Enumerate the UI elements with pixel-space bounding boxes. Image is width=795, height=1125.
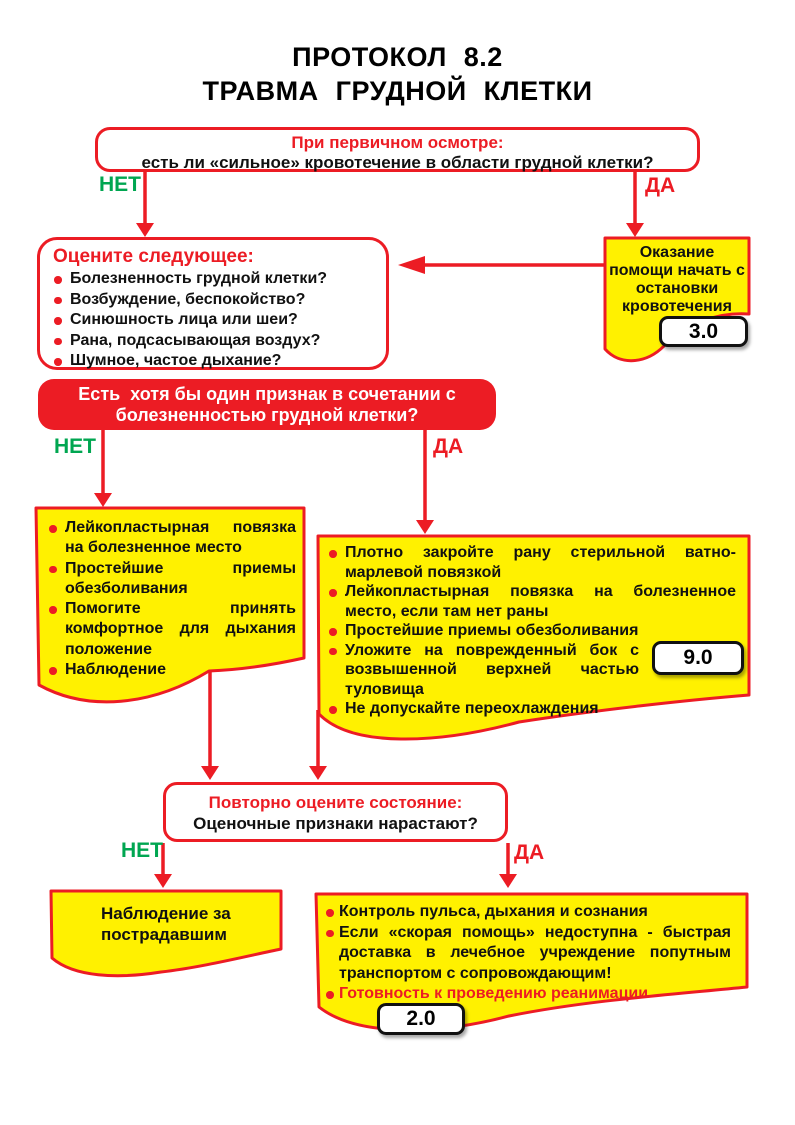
right-action-item: Не допускайте переохлаждения bbox=[328, 699, 736, 719]
assess-title: Оцените следующее: bbox=[53, 246, 254, 267]
arrow-q2-no-head bbox=[94, 493, 112, 507]
primary-survey-question: есть ли «сильное» кровотечение в области… bbox=[141, 153, 654, 172]
arrow-right-actions-to-q3-head bbox=[309, 766, 327, 780]
reassess-question: Оценочные признаки нарастают? bbox=[193, 814, 478, 833]
arrow-stop-to-assess-head bbox=[398, 256, 425, 274]
left-action-item: Лейкопластырная повязка на болезненное м… bbox=[48, 518, 296, 559]
combined-sign-question-line1: Есть хотя бы один признак в сочетании с bbox=[78, 384, 456, 404]
reassess-title: Повторно оцените состояние: bbox=[208, 793, 463, 812]
arrow-q3-no-head bbox=[154, 874, 172, 888]
combined-sign-question-box: Есть хотя бы один признак в сочетании с … bbox=[38, 379, 496, 430]
q2-yes-label: ДА bbox=[433, 435, 464, 458]
page-title-line1: ПРОТОКОЛ 8.2 bbox=[292, 42, 503, 72]
protocol-ref-badge-9-0: 9.0 bbox=[652, 641, 744, 675]
arrow-q2-yes-head bbox=[416, 520, 434, 534]
right-action-item: Лейкопластырная повязка на болезненное м… bbox=[328, 582, 736, 621]
transport-item: Контроль пульса, дыхания и сознания bbox=[325, 902, 731, 923]
document-shape-left-actions bbox=[34, 506, 306, 704]
transport-item-reanimation: Готовность к проведению реанимации bbox=[325, 984, 731, 1005]
protocol-ref-badge-3-0: 3.0 bbox=[659, 316, 748, 347]
assess-item: Возбуждение, беспокойство? bbox=[53, 290, 378, 311]
right-action-item: Плотно закройте рану стерильной ватно-ма… bbox=[328, 543, 736, 582]
assess-item: Синюшность лица или шеи? bbox=[53, 310, 378, 331]
left-action-item: Наблюдение bbox=[48, 660, 296, 680]
document-shape-observe bbox=[49, 889, 283, 978]
q1-no-label: НЕТ bbox=[99, 173, 141, 196]
right-action-item: Простейшие приемы обезболивания bbox=[328, 621, 736, 641]
document-shape-right-actions bbox=[316, 534, 751, 741]
right-actions-list: Плотно закройте рану стерильной ватно-ма… bbox=[328, 543, 736, 719]
left-actions-list: Лейкопластырная повязка на болезненное м… bbox=[48, 518, 296, 680]
combined-sign-question-line2: болезненностью грудной клетки? bbox=[115, 405, 419, 425]
transport-list: Контроль пульса, дыхания и сознания Если… bbox=[325, 902, 731, 1005]
assess-item: Рана, подсасывающая воздух? bbox=[53, 331, 378, 352]
q1-yes-label: ДА bbox=[645, 174, 676, 197]
stop-bleeding-text: Оказание помощи начать с остановки крово… bbox=[609, 244, 745, 315]
q2-no-label: НЕТ bbox=[54, 435, 96, 458]
primary-survey-box: При первичном осмотре: есть ли «сильное»… bbox=[95, 127, 700, 172]
assess-box: Оцените следующее: Болезненность грудной… bbox=[37, 237, 389, 370]
q3-no-label: НЕТ bbox=[121, 839, 163, 862]
assess-item: Шумное, частое дыхание? bbox=[53, 351, 378, 372]
page-title-line2: ТРАВМА ГРУДНОЙ КЛЕТКИ bbox=[202, 76, 593, 106]
primary-survey-title: При первичном осмотре: bbox=[291, 133, 504, 152]
left-action-item: Помогите принять комфортное для дыхания … bbox=[48, 599, 296, 660]
arrow-q1-no-head bbox=[136, 223, 154, 237]
arrow-q3-yes-head bbox=[499, 874, 517, 888]
document-shape-transport bbox=[314, 892, 749, 1032]
transport-item: Если «скорая помощь» недоступна - быстра… bbox=[325, 923, 731, 985]
arrow-left-actions-to-q3-head bbox=[201, 766, 219, 780]
protocol-ref-badge-2-0: 2.0 bbox=[377, 1003, 465, 1035]
arrow-q1-yes-head bbox=[626, 223, 644, 237]
reassess-box: Повторно оцените состояние: Оценочные пр… bbox=[163, 782, 508, 842]
left-action-item: Простейшие приемы обезболивания bbox=[48, 559, 296, 600]
assess-list: Болезненность грудной клетки? Возбуждени… bbox=[53, 269, 378, 372]
observe-text: Наблюдение за пострадавшим bbox=[101, 904, 231, 944]
right-action-item: Уложите на поврежденный бок с возвышенно… bbox=[328, 641, 736, 700]
q3-yes-label: ДА bbox=[514, 841, 545, 864]
assess-item: Болезненность грудной клетки? bbox=[53, 269, 378, 290]
